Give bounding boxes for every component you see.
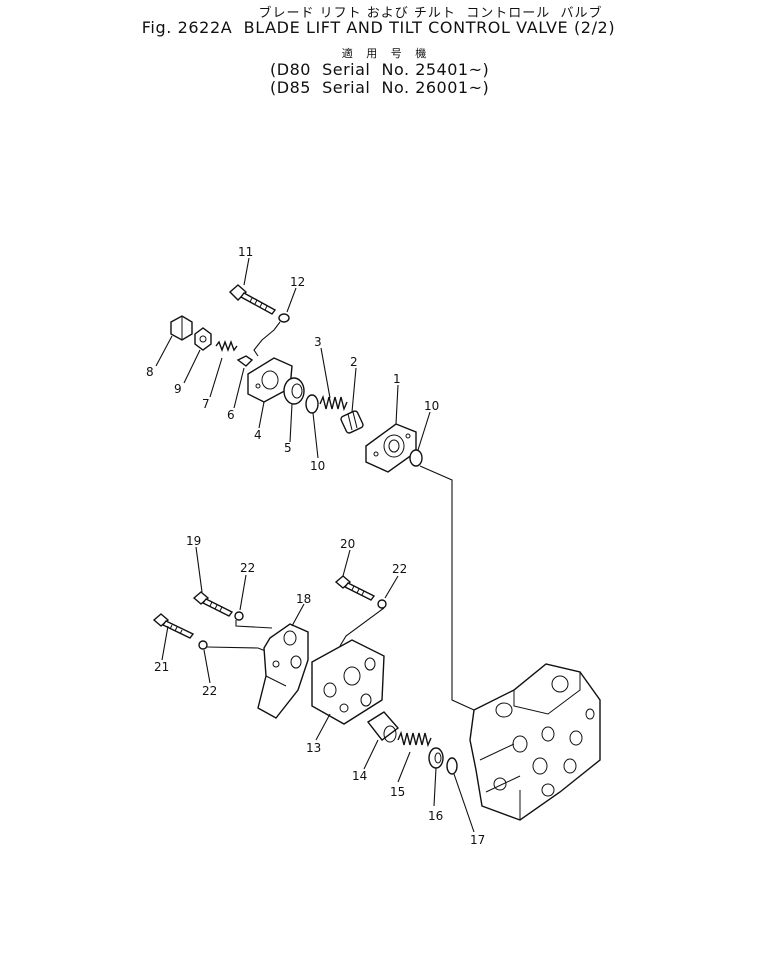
part-7-spring bbox=[215, 340, 238, 352]
callout-12: 12 bbox=[290, 275, 305, 289]
callout-16: 16 bbox=[428, 809, 443, 823]
callout-10-right: 10 bbox=[424, 399, 439, 413]
serial-range-d80: (D80 Serial No. 25401~) bbox=[270, 60, 490, 79]
applicability-label: 適 用 号 機 bbox=[341, 47, 432, 60]
callout-18: 18 bbox=[296, 592, 311, 606]
part-22-washer bbox=[234, 611, 244, 621]
part-4-flange bbox=[247, 357, 293, 403]
callout-22-right: 22 bbox=[392, 562, 407, 576]
leader-5 bbox=[289, 403, 293, 443]
leader-22b bbox=[203, 649, 211, 684]
leader-22c bbox=[384, 575, 399, 599]
main-control-valve-body bbox=[469, 663, 601, 821]
leader-3 bbox=[320, 347, 331, 399]
callout-15: 15 bbox=[390, 785, 405, 799]
callout-19: 19 bbox=[186, 534, 201, 548]
part-17-o-ring bbox=[446, 757, 458, 775]
assembly-line-12-4 bbox=[253, 321, 281, 357]
leader-14 bbox=[363, 739, 379, 770]
callout-1: 1 bbox=[393, 372, 401, 386]
part-21-bolt bbox=[152, 613, 195, 639]
callout-5: 5 bbox=[284, 441, 292, 455]
part-3-spring bbox=[319, 394, 348, 412]
callout-22: 22 bbox=[240, 561, 255, 575]
leader-20 bbox=[342, 549, 351, 577]
callout-14: 14 bbox=[352, 769, 367, 783]
japanese-title: ブレード リフト および チルト コントロール バルブ bbox=[258, 6, 603, 21]
leader-7 bbox=[209, 357, 223, 398]
callout-22-lower: 22 bbox=[202, 684, 217, 698]
part-10-o-ring bbox=[305, 394, 319, 414]
callout-4: 4 bbox=[254, 428, 262, 442]
leader-9 bbox=[183, 349, 201, 384]
leader-21 bbox=[161, 625, 169, 661]
part-16-plug bbox=[428, 747, 444, 769]
leader-17 bbox=[453, 773, 475, 833]
part-22-washer-3 bbox=[377, 599, 387, 609]
leader-11 bbox=[243, 257, 250, 286]
callout-9: 9 bbox=[174, 382, 182, 396]
assembly-line-22-18 bbox=[235, 620, 273, 629]
leader-19 bbox=[195, 546, 203, 593]
leader-22a bbox=[239, 574, 247, 611]
callout-13: 13 bbox=[306, 741, 321, 755]
leader-16 bbox=[433, 767, 437, 807]
leader-2 bbox=[351, 367, 357, 413]
leader-6 bbox=[233, 367, 245, 409]
part-6-poppet bbox=[236, 355, 254, 367]
part-13-housing bbox=[311, 639, 385, 725]
leader-18 bbox=[291, 603, 305, 627]
leader-1 bbox=[395, 384, 399, 425]
part-10-o-ring-2 bbox=[409, 449, 423, 467]
leader-8 bbox=[155, 335, 173, 367]
assembly-line-22b-18 bbox=[206, 646, 269, 653]
part-5-seat bbox=[283, 377, 305, 405]
assembly-line-22c-13 bbox=[339, 607, 385, 647]
leader-13 bbox=[315, 713, 331, 741]
callout-11: 11 bbox=[238, 245, 253, 259]
part-1-valve-body bbox=[365, 423, 417, 473]
part-19-bolt bbox=[192, 591, 234, 617]
figure-title: Fig. 2622A BLADE LIFT AND TILT CONTROL V… bbox=[141, 18, 616, 37]
part-11-bolt bbox=[228, 284, 277, 315]
leader-10a bbox=[312, 412, 319, 459]
leader-10b bbox=[417, 411, 431, 451]
part-15-spring bbox=[397, 730, 432, 748]
part-8-cap-nut bbox=[170, 315, 193, 341]
part-2-spool bbox=[340, 410, 364, 434]
callout-8: 8 bbox=[146, 365, 154, 379]
part-14-sleeve bbox=[366, 711, 400, 743]
callout-2: 2 bbox=[350, 355, 358, 369]
leader-4 bbox=[258, 401, 265, 429]
callout-3: 3 bbox=[314, 335, 322, 349]
part-20-bolt bbox=[334, 575, 376, 601]
assembly-line-10-main bbox=[419, 465, 475, 711]
callout-20: 20 bbox=[340, 537, 355, 551]
part-12-washer bbox=[278, 313, 290, 323]
callout-6: 6 bbox=[227, 408, 235, 422]
callout-10: 10 bbox=[310, 459, 325, 473]
leader-12 bbox=[286, 287, 297, 313]
callout-21: 21 bbox=[154, 660, 169, 674]
part-18-cover bbox=[257, 623, 309, 719]
leader-15 bbox=[397, 751, 411, 783]
part-22-washer-2 bbox=[198, 640, 208, 650]
callout-17: 17 bbox=[470, 833, 485, 847]
serial-range-d85: (D85 Serial No. 26001~) bbox=[270, 78, 490, 97]
callout-7: 7 bbox=[202, 397, 210, 411]
part-9-nut bbox=[194, 327, 212, 351]
